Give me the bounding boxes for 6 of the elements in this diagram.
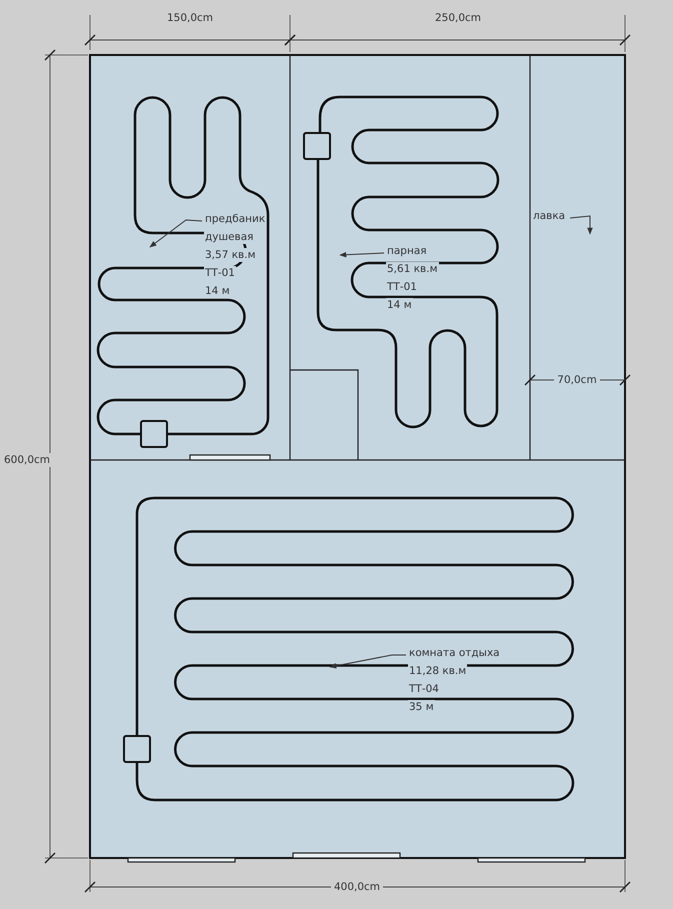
dimension-label: 400,0cm: [330, 880, 384, 894]
leader-line: [149, 219, 202, 248]
leader-line: [329, 654, 406, 669]
dimension-label: 70,0cm: [554, 373, 600, 387]
leader-line: [570, 215, 593, 235]
leader-line: [339, 252, 384, 258]
